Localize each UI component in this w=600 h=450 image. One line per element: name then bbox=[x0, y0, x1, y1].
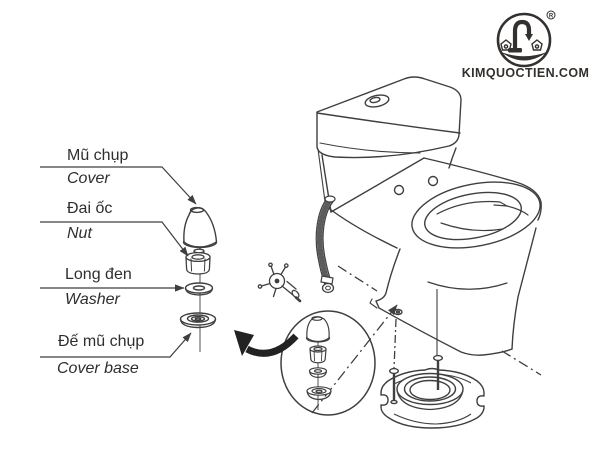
curved-arrow-icon bbox=[234, 330, 299, 357]
detail-parts-stack bbox=[305, 316, 332, 410]
floor-flange bbox=[380, 354, 485, 429]
registered-mark: R bbox=[546, 10, 556, 20]
house-icon-right bbox=[531, 39, 543, 51]
washer-part bbox=[184, 282, 214, 296]
base-bolt-hole bbox=[393, 308, 403, 316]
brand-domain-text: KIMQUOCTIEN.COM bbox=[461, 66, 590, 80]
supply-hose bbox=[315, 195, 336, 294]
nut-part bbox=[185, 248, 211, 275]
toilet-drawing bbox=[316, 76, 542, 356]
basin-icon bbox=[501, 52, 547, 61]
logo-circle bbox=[496, 12, 552, 68]
exploded-parts-stack bbox=[179, 206, 218, 352]
part-label-washer-en: Washer bbox=[65, 291, 120, 308]
part-label-washer-vi: Long đen bbox=[65, 266, 132, 283]
svg-text:R: R bbox=[549, 13, 554, 19]
house-icon-left bbox=[500, 39, 512, 51]
part-label-cover-en: Cover bbox=[67, 170, 110, 187]
part-label-nut-en: Nut bbox=[67, 225, 92, 242]
faucet-icon bbox=[508, 19, 533, 53]
bowl bbox=[393, 175, 541, 249]
alignment-lines bbox=[311, 265, 542, 414]
seat-hole-right bbox=[427, 175, 439, 187]
detail-circle bbox=[280, 310, 376, 416]
brand-logo: R bbox=[496, 10, 556, 68]
wax-ring bbox=[396, 372, 464, 411]
part-label-cover-base-en: Cover base bbox=[57, 360, 139, 377]
bowl-deck bbox=[326, 157, 542, 249]
flush-button bbox=[364, 94, 390, 108]
cover-base-part bbox=[179, 312, 217, 329]
flange-bolts bbox=[389, 354, 444, 405]
leader-lines bbox=[40, 166, 197, 358]
part-label-cover-vi: Mũ chụp bbox=[67, 147, 129, 164]
seat-hole-left bbox=[393, 184, 405, 196]
tank-lid bbox=[316, 76, 462, 159]
part-label-cover-base-vi: Đế mũ chụp bbox=[58, 333, 145, 350]
shutoff-valve-icon bbox=[257, 262, 302, 303]
cover-part bbox=[182, 206, 218, 249]
part-label-nut-vi: Đai ốc bbox=[67, 200, 113, 217]
